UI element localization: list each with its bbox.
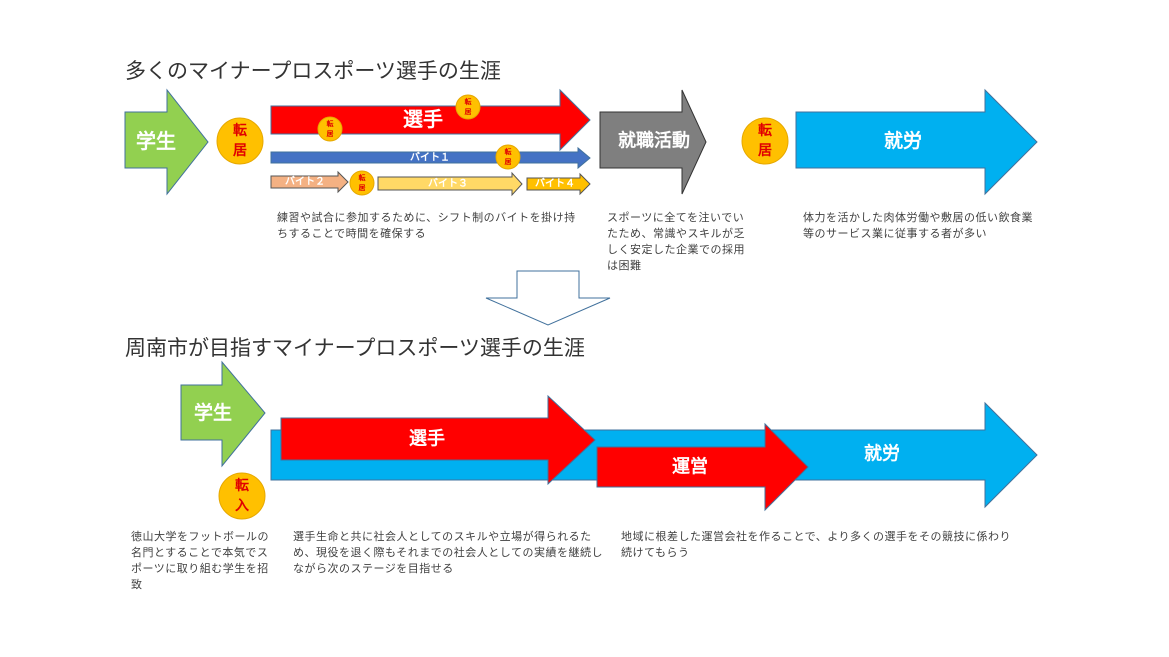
move-icon bbox=[741, 117, 789, 165]
part4-label: バイト４ bbox=[535, 178, 575, 190]
move-in-icon bbox=[218, 472, 266, 520]
management-label: 運営 bbox=[672, 456, 708, 478]
small-move-icon bbox=[317, 116, 343, 142]
small-move-char: 転 bbox=[327, 119, 334, 128]
move-char: 居 bbox=[758, 143, 772, 159]
note-work: 体力を活かした肉体労働や敷居の低い飲食業等のサービス業に従事する者が多い bbox=[803, 211, 1033, 240]
small-move-char: 居 bbox=[465, 108, 472, 116]
part3-label: バイト３ bbox=[428, 178, 468, 190]
small-move-char: 転 bbox=[505, 147, 512, 156]
part3-arrow bbox=[377, 171, 523, 197]
move-in-char: 入 bbox=[235, 498, 249, 514]
work-label: 就労 bbox=[884, 129, 922, 152]
note-student: 徳山大学をフットボールの名門とすることで本気でスポーツに取り組む学生を招致 bbox=[131, 530, 269, 591]
player-arrow-2 bbox=[280, 394, 596, 486]
move-icon bbox=[216, 117, 264, 165]
small-move-char: 転 bbox=[359, 173, 366, 182]
small-move-icon bbox=[349, 170, 375, 196]
student-arrow bbox=[124, 88, 209, 196]
small-move-icon bbox=[455, 94, 481, 120]
player-label-2: 選手 bbox=[409, 428, 445, 450]
student-label: 学生 bbox=[136, 129, 176, 153]
work-label-2: 就労 bbox=[864, 443, 900, 465]
small-move-char: 居 bbox=[327, 130, 334, 138]
top-title: 多くのマイナープロスポーツ選手の生涯 bbox=[125, 59, 501, 83]
bottom-title: 周南市が目指すマイナープロスポーツ選手の生涯 bbox=[125, 336, 585, 360]
job-hunt-label: 就職活動 bbox=[618, 130, 690, 152]
student-arrow-2 bbox=[180, 360, 266, 468]
move-in-char: 転 bbox=[235, 477, 249, 494]
small-move-char: 居 bbox=[359, 184, 366, 192]
management-arrow bbox=[596, 422, 809, 512]
small-move-icon bbox=[495, 144, 521, 170]
move-char: 転 bbox=[233, 122, 247, 139]
note-job-hunt: スポーツに全てを注いでいたため、常識やスキルが乏しく安定した企業での採用は困難 bbox=[607, 211, 745, 272]
note-player-2: 選手生命と共に社会人としてのスキルや立場が得られるため、現役を退く際もそれまでの… bbox=[293, 530, 603, 575]
note-management: 地域に根差した運営会社を作ることで、より多くの選手をその競技に係わり続けてもらう bbox=[621, 530, 1012, 559]
job-hunt-arrow bbox=[599, 89, 707, 195]
small-move-char: 転 bbox=[465, 97, 472, 106]
work-arrow bbox=[795, 88, 1038, 196]
student-label-2: 学生 bbox=[194, 401, 232, 424]
part4-arrow bbox=[526, 172, 591, 196]
note-player: 練習や試合に参加するために、シフト制のバイトを掛け持ちすることで時間を確保する bbox=[277, 211, 576, 240]
part2-label: バイト２ bbox=[285, 176, 325, 188]
part2-arrow bbox=[270, 170, 349, 194]
part1-label: バイト１ bbox=[410, 152, 450, 164]
move-char: 居 bbox=[233, 143, 247, 159]
player-label: 選手 bbox=[403, 107, 443, 131]
small-move-char: 居 bbox=[505, 158, 512, 166]
move-char: 転 bbox=[758, 122, 772, 139]
down-arrow bbox=[485, 270, 611, 326]
